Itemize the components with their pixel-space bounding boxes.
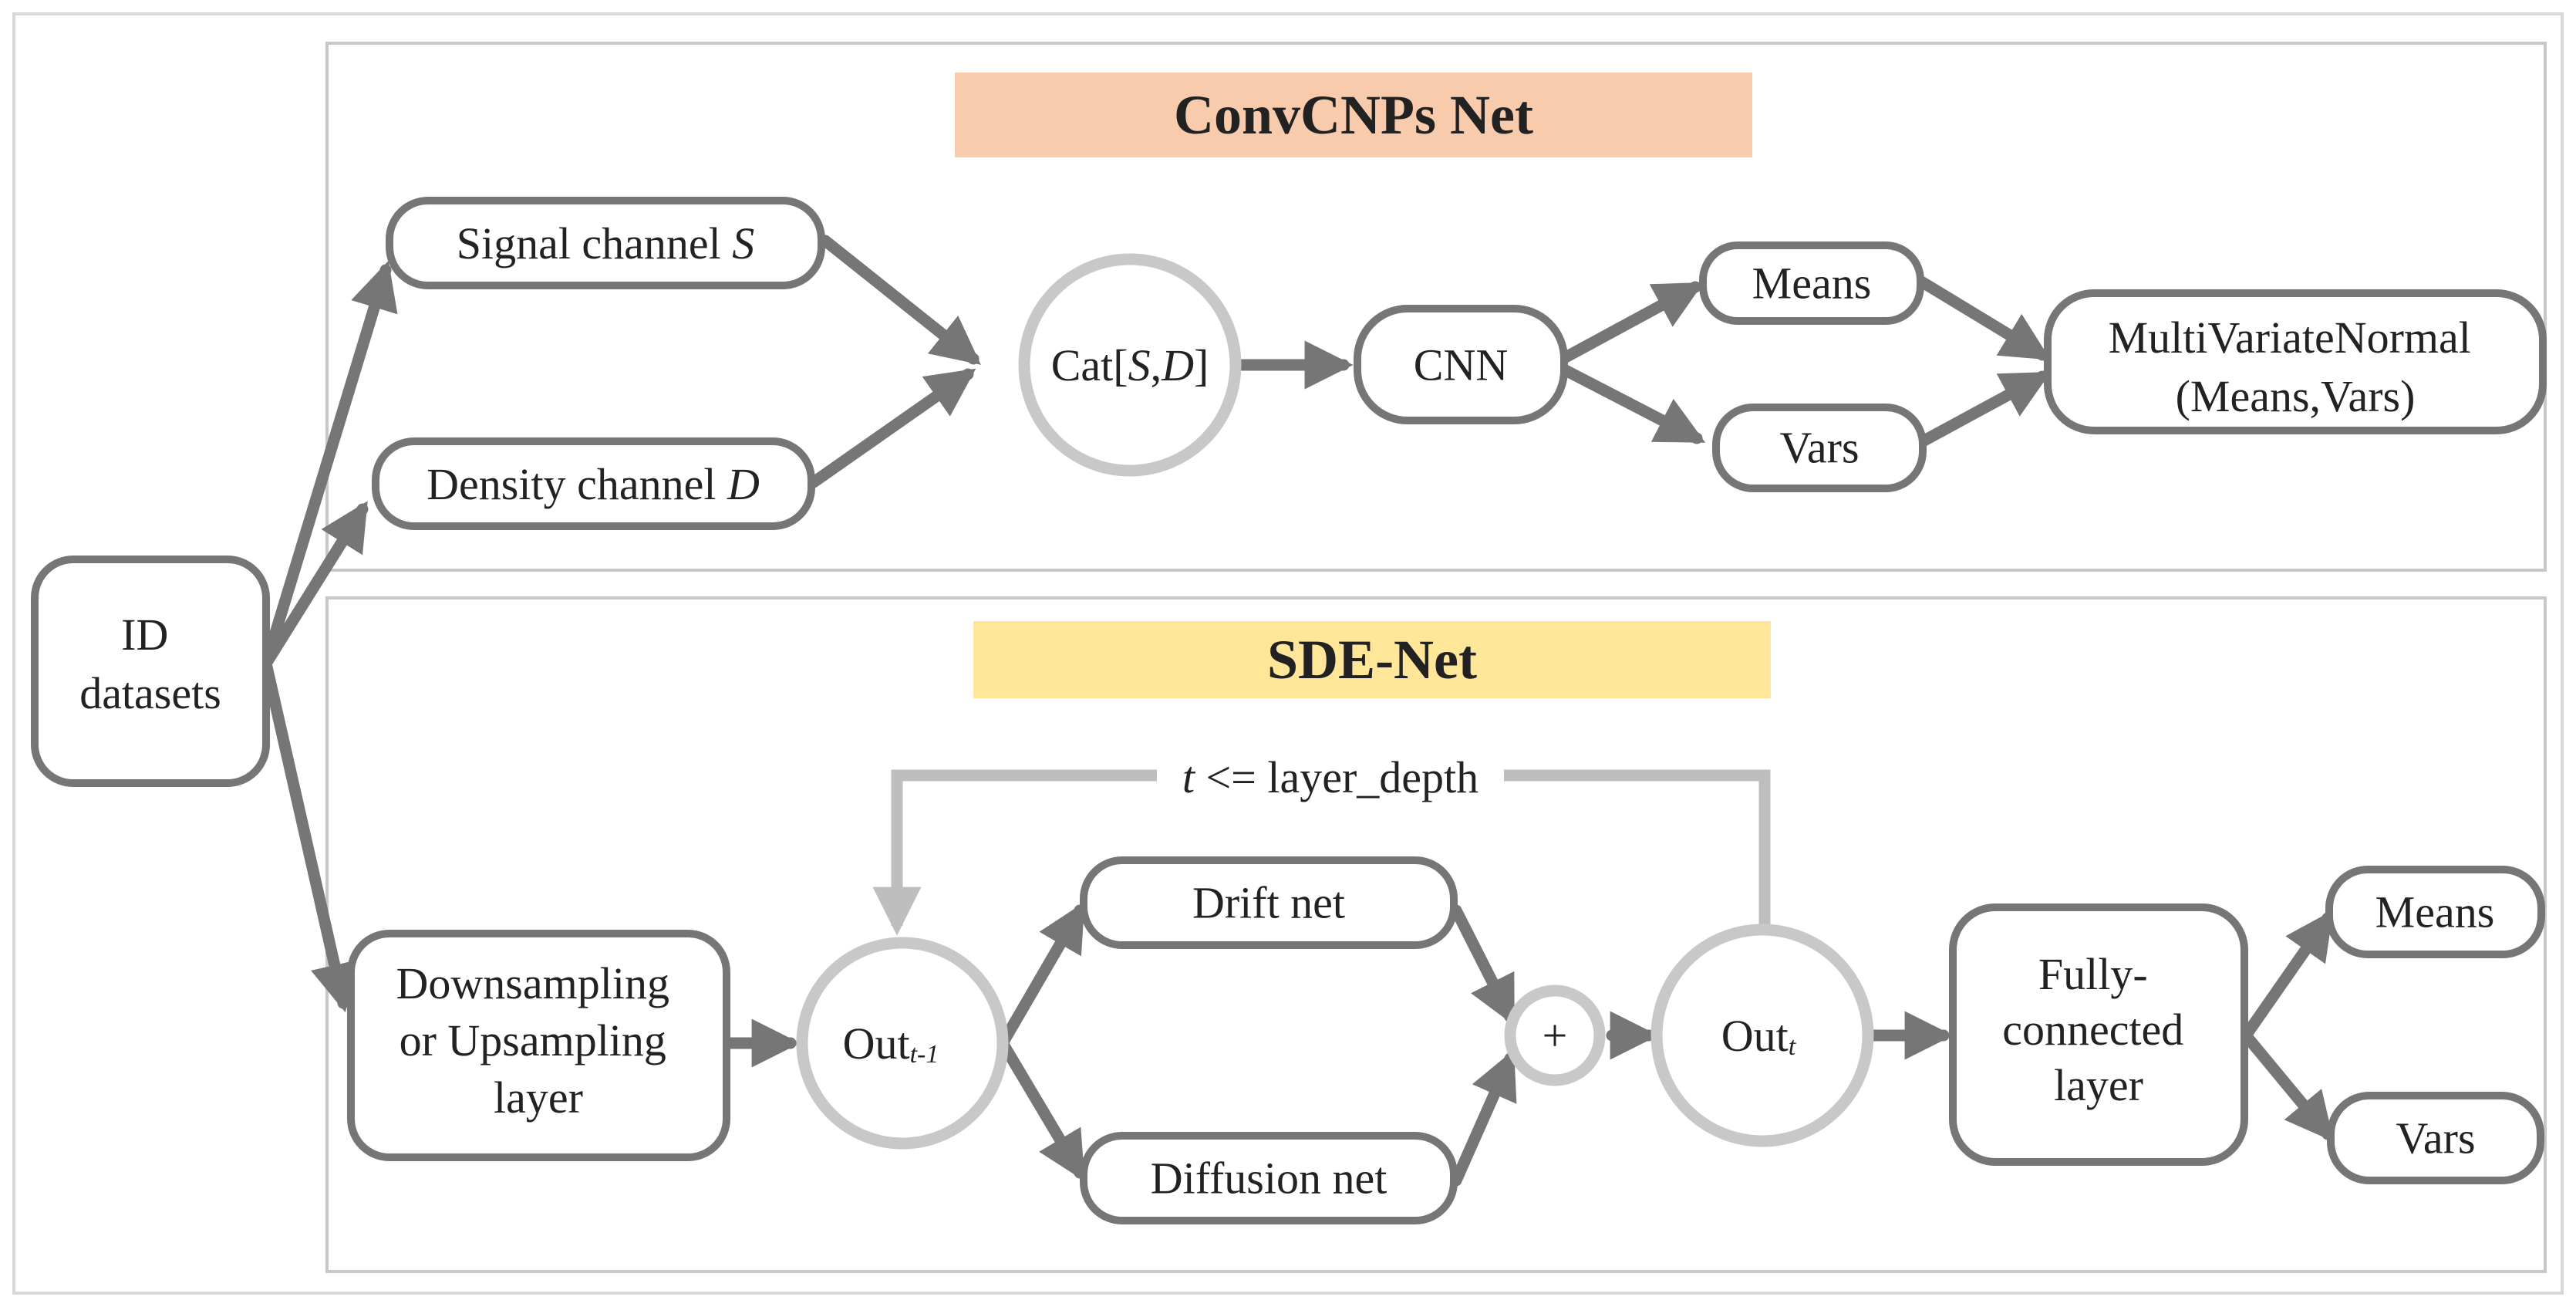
outer-frame	[12, 12, 2564, 1295]
arrow-outprev-to-drift	[996, 902, 1086, 1049]
id-datasets-label: ID datasets	[79, 610, 221, 718]
means-bottom-label: Means	[2375, 887, 2495, 937]
loop-label: t <= layer_depth	[1182, 752, 1479, 802]
convcnp-title-bg	[955, 73, 1752, 157]
node-cnn	[1354, 305, 1568, 424]
diffusion-label: Diffusion net	[1151, 1153, 1387, 1204]
arrow-diffusion-to-plus	[1450, 1049, 1517, 1187]
sde-title: SDE-Net	[1267, 629, 1477, 691]
out-t-label: Outt	[1721, 1011, 1797, 1061]
arrows	[260, 235, 2335, 1187]
node-out-t	[1650, 924, 1874, 1147]
node-out-prev	[796, 937, 1009, 1150]
vars-bottom-label: Vars	[2396, 1113, 2475, 1163]
cat-label: Cat[S,D]	[1051, 340, 1209, 390]
fully-label: Fully- connected layer	[2002, 949, 2195, 1110]
node-fully	[1949, 903, 2248, 1166]
arrow-fully-to-vars	[2240, 1029, 2335, 1142]
node-id-datasets	[31, 556, 270, 787]
down-up-label: Downsampling or Upsampling layer	[396, 958, 681, 1123]
out-prev-label: Outt-1	[843, 1018, 939, 1069]
cnn-label: CNN	[1414, 340, 1508, 390]
node-cat	[1018, 253, 1242, 477]
node-vars-bottom	[2327, 1092, 2544, 1184]
node-means-top	[1699, 241, 1924, 325]
convcnp-title: ConvCNPs Net	[1174, 84, 1533, 146]
node-plus	[1504, 984, 1606, 1086]
arrow-cnn-to-vars	[1559, 364, 1706, 444]
convcnp-panel	[325, 42, 2547, 572]
arrow-id-to-downsampling	[260, 657, 359, 1013]
arrow-means-to-mvn	[1917, 276, 2051, 361]
arrow-vars-to-mvn	[1917, 370, 2052, 447]
mvn-label: MultiVariateNormal (Means,Vars)	[2109, 312, 2483, 421]
arrow-density-to-cat	[808, 368, 976, 488]
arrow-fully-to-means	[2240, 910, 2334, 1042]
arrow-drift-to-plus	[1450, 904, 1516, 1026]
node-mvn	[2044, 289, 2547, 434]
means-top-label: Means	[1752, 258, 1872, 309]
drift-label: Drift net	[1192, 878, 1345, 928]
node-down-up	[347, 930, 730, 1161]
density-channel-label: Density channel D	[427, 459, 760, 509]
arrow-cnn-to-means	[1559, 281, 1704, 363]
arrow-id-to-signal	[260, 260, 398, 670]
node-drift	[1080, 856, 1458, 949]
plus-label: +	[1543, 1011, 1568, 1061]
node-means-bottom	[2325, 866, 2545, 958]
node-diffusion	[1080, 1132, 1458, 1224]
signal-channel-label: Signal channel S	[457, 218, 755, 268]
vars-top-label: Vars	[1779, 423, 1859, 473]
node-vars-top	[1712, 404, 1927, 492]
arrow-outprev-to-diffusion	[996, 1037, 1086, 1181]
node-signal-channel	[386, 197, 825, 289]
feedback-loop	[872, 769, 1771, 936]
arrow-signal-to-cat	[819, 235, 981, 365]
arrow-id-to-density	[260, 501, 369, 670]
sde-title-bg	[973, 621, 1771, 698]
node-density-channel	[372, 437, 815, 530]
